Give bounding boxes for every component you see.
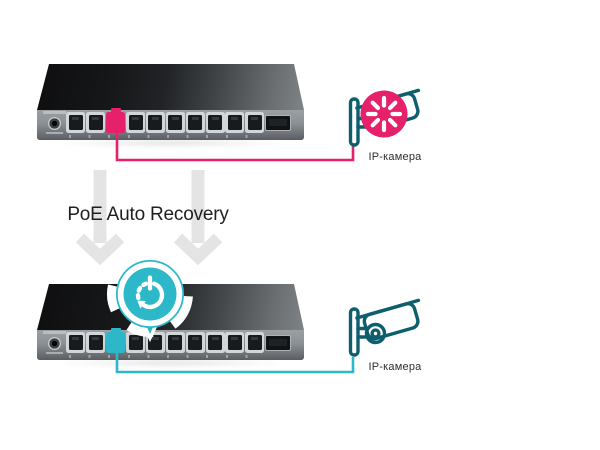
rj45-port-2 — [86, 332, 106, 353]
rj45-port-7 — [185, 332, 205, 353]
loading-spinner-icon — [360, 90, 408, 138]
power-jack — [48, 337, 61, 350]
rj45-port-8 — [205, 112, 225, 133]
sfp-slot — [265, 115, 291, 131]
switch-shadow — [51, 359, 291, 367]
sfp-slot — [265, 335, 291, 351]
rj45-port-6 — [165, 112, 185, 133]
switch-top-panel — [37, 64, 304, 110]
rj45-port-9 — [225, 112, 245, 133]
power-restart-glyph — [135, 275, 165, 310]
port-number-marks — [69, 355, 265, 358]
rj45-port-1 — [66, 112, 86, 133]
rj45-port-4 — [126, 112, 146, 133]
rj45-port-7 — [185, 112, 205, 133]
port-row — [66, 108, 266, 133]
power-jack — [48, 117, 61, 130]
ip-camera-frozen-icon — [348, 88, 428, 147]
rj45-port-3-highlighted — [106, 108, 126, 133]
ip-camera-online-icon — [348, 298, 428, 357]
rj45-port-10 — [245, 332, 265, 353]
down-arrow-icon — [173, 170, 223, 266]
rj45-port-4 — [126, 332, 146, 353]
poe-cable-after — [115, 350, 355, 374]
down-arrow-icon — [75, 170, 125, 266]
power-restart-pin-icon — [107, 251, 193, 343]
rj45-port-9 — [225, 332, 245, 353]
rj45-port-3-highlighted — [106, 328, 126, 353]
port-number-marks — [69, 135, 265, 138]
rj45-port-5 — [145, 112, 165, 133]
switch-front-panel — [37, 108, 304, 140]
rj45-port-8 — [205, 332, 225, 353]
camera-label-before: IP-камера — [368, 151, 422, 163]
burst-ring — [107, 251, 193, 337]
arrowhead — [137, 300, 146, 309]
rj45-port-10 — [245, 112, 265, 133]
feature-title: PoE Auto Recovery — [67, 204, 229, 225]
power-label-marks — [43, 331, 66, 334]
power-label-marks — [43, 111, 66, 114]
switch-shadow — [51, 139, 291, 147]
camera-label-after: IP-камера — [368, 361, 422, 373]
power-label-marks — [46, 132, 63, 134]
poe-cable-before — [115, 130, 355, 162]
rj45-port-2 — [86, 112, 106, 133]
rj45-port-1 — [66, 332, 86, 353]
switch-after — [37, 284, 304, 367]
rj45-port-6 — [165, 332, 185, 353]
switch-before — [37, 64, 304, 147]
power-label-marks — [46, 352, 63, 354]
